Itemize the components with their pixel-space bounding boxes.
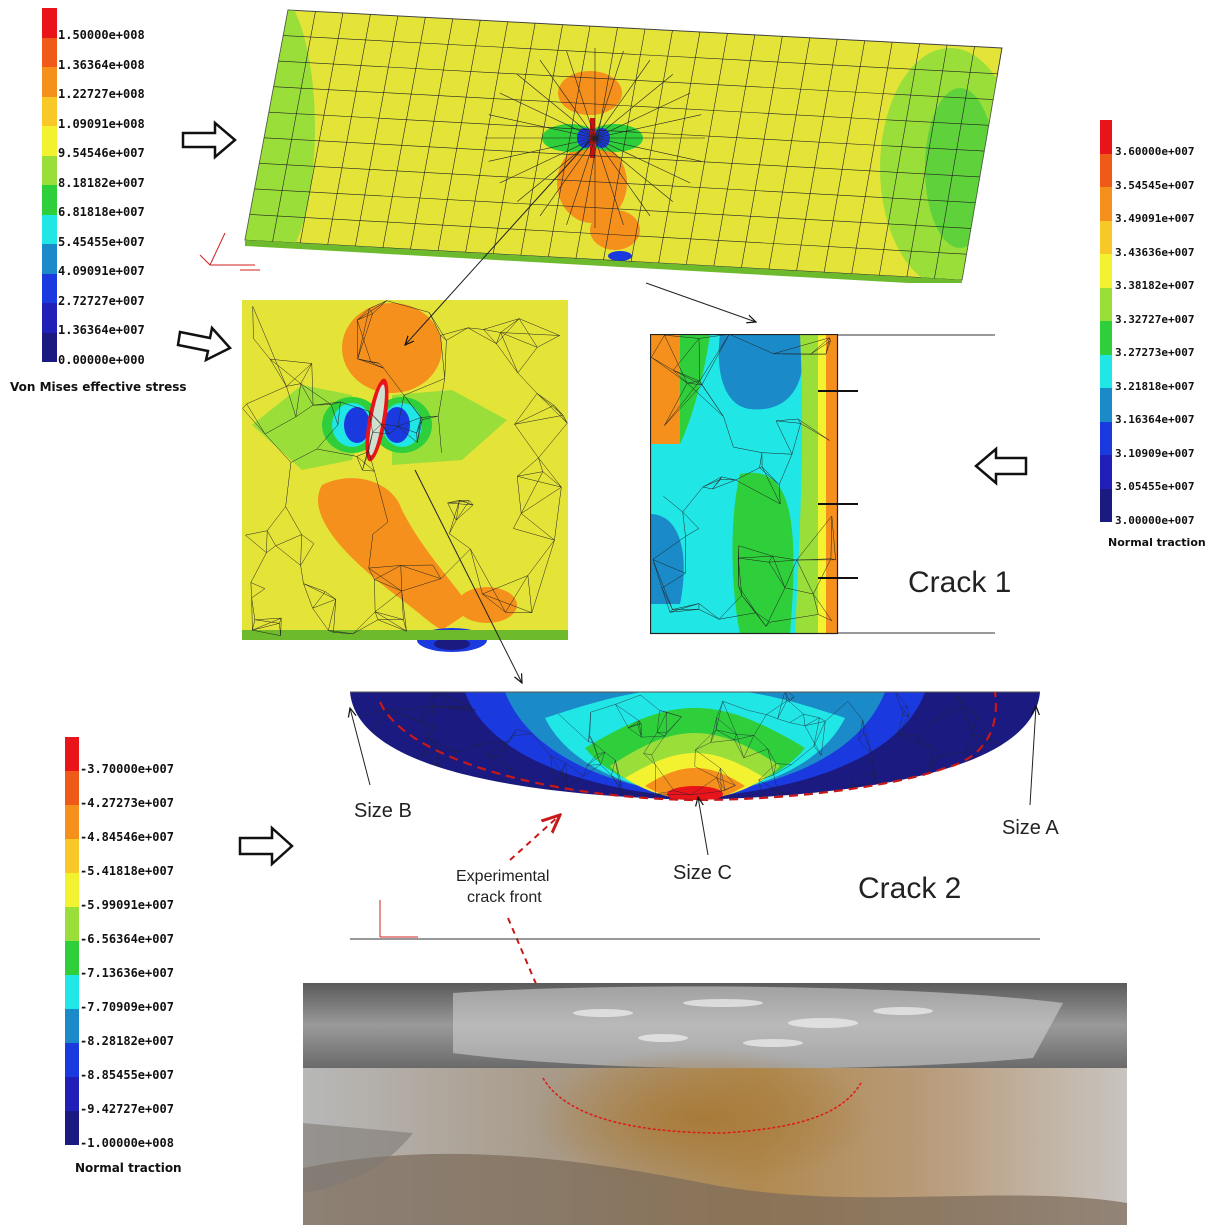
colorbar-tick-label: -8.85455e+007 — [80, 1068, 174, 1082]
colorbar-tick-label: 3.16364e+007 — [1115, 413, 1195, 426]
colorbar-tick-label: 1.09091e+008 — [58, 116, 145, 131]
colorbar-segment — [42, 303, 57, 333]
hollow-arrow-icon — [176, 120, 1028, 867]
crack2-traction-panel — [345, 688, 1045, 808]
colorbar-segment — [65, 941, 79, 975]
colorbar-tick-label: 3.38182e+007 — [1115, 279, 1195, 292]
colorbar-tick-label: 5.45455e+007 — [58, 234, 145, 249]
colorbar-tick-label: 0.00000e+000 — [58, 352, 145, 367]
colorbar-segment — [65, 1009, 79, 1043]
normal-traction-legend-title-crack1: Normal traction — [1108, 536, 1206, 549]
von-mises-legend-title: Von Mises effective stress — [10, 380, 187, 394]
colorbar-segment — [1100, 153, 1112, 187]
colorbar-segment — [1100, 120, 1112, 154]
colorbar-segment — [65, 737, 79, 771]
colorbar-tick-label: 3.05455e+007 — [1115, 480, 1195, 493]
colorbar-tick-label: -5.99091e+007 — [80, 898, 174, 912]
colorbar-segment — [65, 1077, 79, 1111]
colorbar-segment — [1100, 388, 1112, 422]
colorbar-tick-label: 3.43636e+007 — [1115, 245, 1195, 259]
size-a-label: Size A — [1002, 817, 1059, 839]
colorbar-segment — [42, 185, 57, 215]
colorbar-segment — [1100, 254, 1112, 288]
colorbar-segment — [65, 1111, 79, 1145]
normal-traction-legend-crack2: -3.70000e+007 -4.27273e+007 -4.84546e+007 -… — [60, 737, 190, 1177]
colorbar-tick-label: 1.50000e+008 — [58, 28, 145, 42]
colorbar-segment — [1100, 220, 1112, 254]
colorbar-tick-label: 2.72727e+007 — [58, 293, 145, 308]
crack2-label: Crack 2 — [858, 872, 962, 905]
colorbar-segment — [65, 975, 79, 1009]
colorbar-tick-label: -1.00000e+008 — [80, 1136, 174, 1150]
colorbar-segment — [1100, 287, 1112, 321]
size-b-label: Size B — [354, 800, 412, 822]
colorbar-segment — [1100, 488, 1112, 522]
colorbar-segment — [1100, 187, 1112, 221]
colorbar-segment — [1100, 321, 1112, 355]
normal-traction-legend-title-crack2: Normal traction — [75, 1161, 182, 1175]
colorbar-segment — [65, 907, 79, 941]
colorbar-segment — [42, 37, 57, 67]
colorbar-tick-label: 1.36364e+007 — [58, 323, 145, 337]
crack-zoom-panel — [242, 300, 568, 655]
colorbar-tick-label: 3.49091e+007 — [1115, 212, 1195, 225]
colorbar-segment — [65, 873, 79, 907]
fracture-surface-photo — [303, 983, 1127, 1225]
colorbar-tick-label: -4.27273e+007 — [80, 796, 174, 810]
colorbar-tick-label: 1.22727e+008 — [58, 87, 145, 101]
colorbar-tick-label: -3.70000e+007 — [80, 762, 174, 776]
colorbar-segment — [42, 96, 57, 126]
colorbar-tick-label: 6.81818e+007 — [58, 205, 145, 219]
colorbar-tick-label: 4.09091e+007 — [58, 264, 145, 278]
colorbar-tick-label: -8.28182e+007 — [80, 1034, 174, 1048]
colorbar-segment — [65, 1043, 79, 1077]
colorbar-tick-label: 3.10909e+007 — [1115, 446, 1195, 460]
crack1-traction-panel — [650, 334, 995, 636]
colorbar-segment — [42, 67, 57, 97]
colorbar-segment — [1100, 455, 1112, 489]
colorbar-segment — [65, 805, 79, 839]
normal-traction-legend-crack1: 3.60000e+007 3.54545e+007 3.49091e+007 3.43… — [1098, 120, 1208, 556]
colorbar-tick-label: 3.32727e+007 — [1115, 312, 1195, 326]
colorbar-segment — [1100, 354, 1112, 388]
colorbar-segment — [42, 126, 57, 156]
colorbar-tick-label: -5.41818e+007 — [80, 864, 174, 878]
colorbar-tick-label: -4.84546e+007 — [80, 830, 174, 844]
experimental-crack-front-label-line1: Experimental — [456, 868, 550, 885]
colorbar-segment — [42, 332, 57, 362]
colorbar-segment — [42, 214, 57, 244]
colorbar-tick-label: 3.54545e+007 — [1115, 178, 1195, 192]
colorbar-tick-label: -9.42727e+007 — [80, 1102, 174, 1116]
colorbar-tick-label: 3.27273e+007 — [1115, 346, 1195, 359]
size-c-label: Size C — [673, 862, 732, 884]
axis-triad-icon — [199, 232, 255, 266]
colorbar-tick-label: 3.60000e+007 — [1115, 145, 1195, 158]
colorbar-tick-label: -7.70909e+007 — [80, 1000, 174, 1014]
colorbar-tick-label: 8.18182e+007 — [58, 175, 145, 190]
von-mises-legend: 1.50000e+008 1.36364e+008 1.22727e+008 1.09… — [10, 8, 200, 400]
crack1-label: Crack 1 — [908, 566, 1012, 599]
colorbar-segment — [1100, 421, 1112, 455]
colorbar-segment — [42, 244, 57, 274]
colorbar-tick-label: 9.54546e+007 — [58, 146, 145, 160]
colorbar-tick-label: -6.56364e+007 — [80, 932, 174, 946]
colorbar-segment — [65, 771, 79, 805]
colorbar-segment — [42, 8, 57, 38]
colorbar-segment — [42, 155, 57, 185]
colorbar-tick-label: 3.00000e+007 — [1115, 513, 1195, 527]
colorbar-tick-label: 3.21818e+007 — [1115, 379, 1195, 393]
experimental-crack-front-label-line2: crack front — [467, 889, 542, 906]
colorbar-segment — [65, 839, 79, 873]
colorbar-tick-label: -7.13636e+007 — [80, 966, 174, 980]
plate-stress-model — [240, 8, 1020, 283]
colorbar-segment — [42, 273, 57, 303]
colorbar-tick-label: 1.36364e+008 — [58, 57, 145, 72]
